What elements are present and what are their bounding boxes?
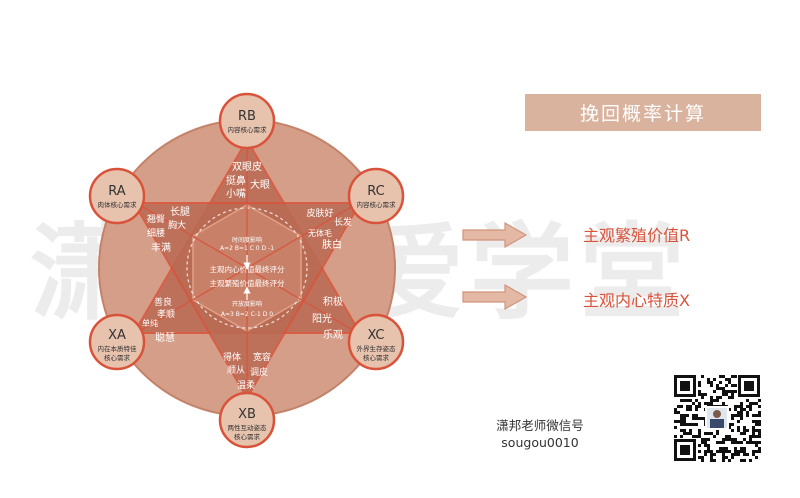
- open-formula: A=3 B=2 C-1 D 0: [221, 311, 273, 318]
- node-xb-code: XB: [238, 407, 256, 422]
- trait-bottom-4: 调皮: [250, 366, 268, 378]
- arrow-to-r: [462, 221, 528, 249]
- trait-ur-1: 皮肤好: [306, 207, 333, 219]
- trait-lr-3: 乐观: [323, 329, 343, 341]
- node-rb-label: 内容核心需求: [228, 125, 268, 134]
- node-xa-code: XA: [108, 328, 126, 343]
- time-formula: A=2 B=1 C 0 D -1: [220, 245, 274, 252]
- result-inner-traits: 主观内心特质X: [583, 291, 690, 310]
- node-xc-label: 外界生存姿态: [357, 344, 397, 353]
- node-xc: [347, 313, 405, 371]
- node-ra-code: RA: [108, 184, 126, 199]
- trait-ll-4: 聪慧: [155, 331, 175, 344]
- trait-bottom-2: 宽容: [253, 351, 271, 363]
- trait-lr-1: 积极: [323, 295, 343, 308]
- trait-ur-2: 长发: [334, 216, 352, 228]
- node-xc-label2: 核心需求: [363, 353, 390, 362]
- node-xa-label2: 核心需求: [104, 353, 131, 362]
- trait-ll-3: 单纯: [142, 318, 158, 328]
- result-reproductive-value: 主观繁殖价值R: [583, 226, 691, 245]
- node-xb-label: 两性互动姿态: [228, 423, 268, 432]
- title-box: 挽回概率计算: [525, 94, 761, 131]
- trait-ll-2: 孝顺: [157, 309, 175, 320]
- node-rb-code: RB: [238, 109, 256, 124]
- trait-ul-4: 细腰: [147, 227, 165, 239]
- arrow-to-x: [462, 283, 528, 311]
- trait-ul-5: 丰满: [151, 241, 171, 254]
- time-label: 时间度影响: [232, 236, 262, 244]
- trait-top-3: 大眼: [250, 178, 270, 191]
- node-xa-label: 内在本质特佳: [98, 344, 138, 353]
- node-ra-label: 肉体核心需求: [98, 200, 138, 209]
- trait-ul-3: 胸大: [168, 219, 186, 231]
- node-xb-label2: 核心需求: [234, 432, 261, 441]
- node-rc: [347, 167, 405, 225]
- trait-bottom-1: 得体: [223, 351, 241, 363]
- trait-top-2: 挺鼻: [226, 174, 246, 187]
- trait-top-4: 小嘴: [226, 188, 246, 200]
- node-ra: [88, 167, 146, 225]
- trait-ul-1: 长腿: [170, 206, 190, 218]
- node-rc-label: 内容核心需求: [357, 200, 397, 209]
- node-xc-code: XC: [367, 328, 384, 343]
- trait-ul-2: 翘臀: [147, 214, 165, 225]
- node-xb: [218, 391, 276, 449]
- contact-id: sougou0010: [501, 435, 579, 450]
- trait-top-1: 双眼皮: [232, 160, 262, 173]
- inner-score: 主观内心价值最终评分: [210, 264, 285, 274]
- qr-code-icon: [672, 373, 762, 463]
- trait-bottom-5: 温柔: [237, 380, 255, 391]
- trait-bottom-3: 顺从: [227, 365, 245, 376]
- node-xa: [88, 313, 146, 371]
- trait-ll-1: 善良: [154, 296, 172, 308]
- contact-label: 潇邦老师微信号: [496, 418, 584, 433]
- node-rb: [218, 92, 276, 150]
- open-label: 开放度影响: [232, 300, 262, 308]
- trait-ur-3: 无体毛: [308, 228, 332, 238]
- trait-lr-2: 阳光: [312, 312, 332, 325]
- node-rc-code: RC: [367, 184, 384, 199]
- reproductive-score: 主观繁殖价值最终评分: [210, 278, 285, 288]
- trait-ur-4: 肤白: [322, 238, 342, 251]
